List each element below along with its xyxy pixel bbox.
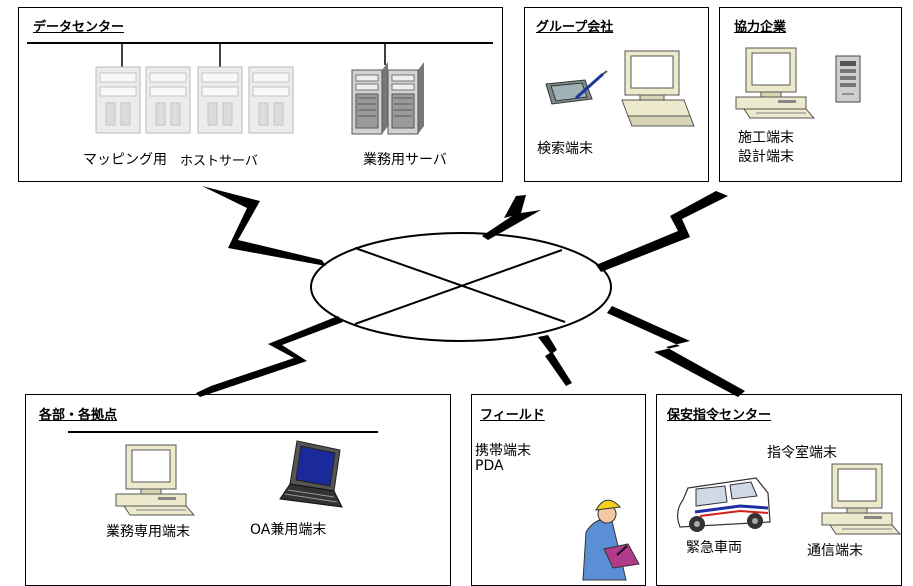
partner-title: 協力企業 [734, 20, 787, 35]
design-terminal-label: 設計端末 [738, 149, 794, 165]
dispatch-center-title: 保安指令センター [667, 408, 772, 423]
field-link-icon [538, 335, 572, 386]
emergency-vehicle-label: 緊急車両 [686, 540, 742, 556]
host-server-label: ホストサーバ [180, 154, 258, 169]
data-center-link-icon [202, 186, 326, 266]
communication-terminal-pc-icon [821, 463, 901, 535]
business-server-icon [387, 61, 425, 135]
partner-box [719, 7, 902, 182]
mapping-label: マッピング用 [83, 152, 167, 168]
host-server-icon [248, 66, 294, 134]
data-center-title: データセンター [33, 20, 125, 35]
construction-pc-icon [735, 47, 815, 119]
dispatch-link-icon [607, 306, 745, 397]
partner-link-icon [596, 191, 728, 272]
business-server-icon [351, 61, 389, 135]
branches-link-icon [196, 316, 343, 397]
mapping-server-icon [95, 66, 141, 134]
oa-terminal-label: OA兼用端末 [250, 522, 327, 538]
group-company-link-icon [482, 195, 541, 240]
search-terminal-label: 検索端末 [537, 141, 593, 157]
business-terminal-pc-icon [115, 444, 195, 516]
mobile-terminal-label: 携帯端末 [475, 443, 531, 459]
branches-title: 各部・各拠点 [39, 408, 118, 423]
host-server-icon [197, 66, 243, 134]
mapping-server-icon [145, 66, 191, 134]
business-terminal-label: 業務専用端末 [106, 524, 190, 540]
field-worker-icon [582, 499, 640, 581]
tower-computer-icon [835, 55, 861, 103]
construction-terminal-label: 施工端末 [738, 130, 794, 146]
communication-terminal-label: 通信端末 [807, 543, 863, 559]
field-title: フィールド [480, 408, 545, 423]
emergency-vehicle-icon [677, 477, 771, 532]
business-server-label: 業務用サーバ [363, 152, 447, 168]
branches-box [25, 394, 451, 586]
pda-label: PDA [475, 458, 504, 474]
laptop-icon [279, 440, 343, 508]
desktop-pc-icon [621, 50, 695, 127]
tablet-icon [545, 70, 608, 105]
command-room-terminal-label: 指令室端末 [767, 445, 837, 461]
group-company-title: グループ会社 [536, 20, 614, 35]
